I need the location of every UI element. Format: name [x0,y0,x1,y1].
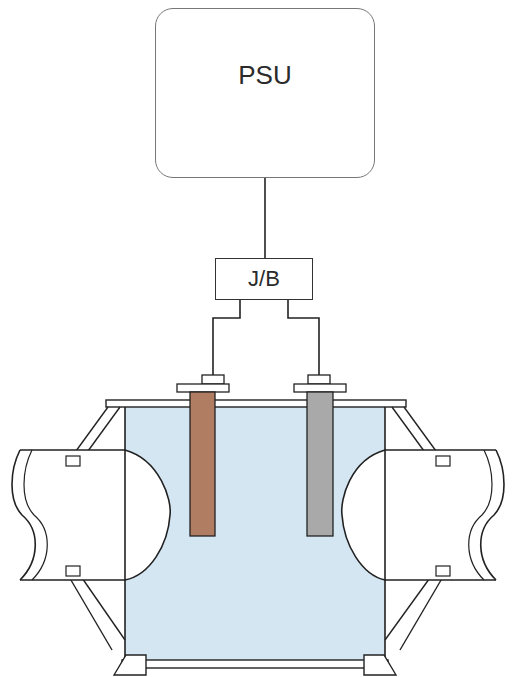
copper-electrode [177,375,229,536]
power-supply-box: PSU [155,8,375,178]
electrode-wires [213,300,319,375]
node-label: J/B [248,266,280,292]
grey-electrode [294,375,346,536]
left-pipe [12,450,170,580]
vessel-base [114,655,396,675]
top-plate [106,400,406,407]
right-pipe [342,450,504,580]
vessel-body [125,405,385,663]
junction-box: J/B [215,258,313,300]
node-label: PSU [238,60,291,91]
power-cable [265,178,266,258]
